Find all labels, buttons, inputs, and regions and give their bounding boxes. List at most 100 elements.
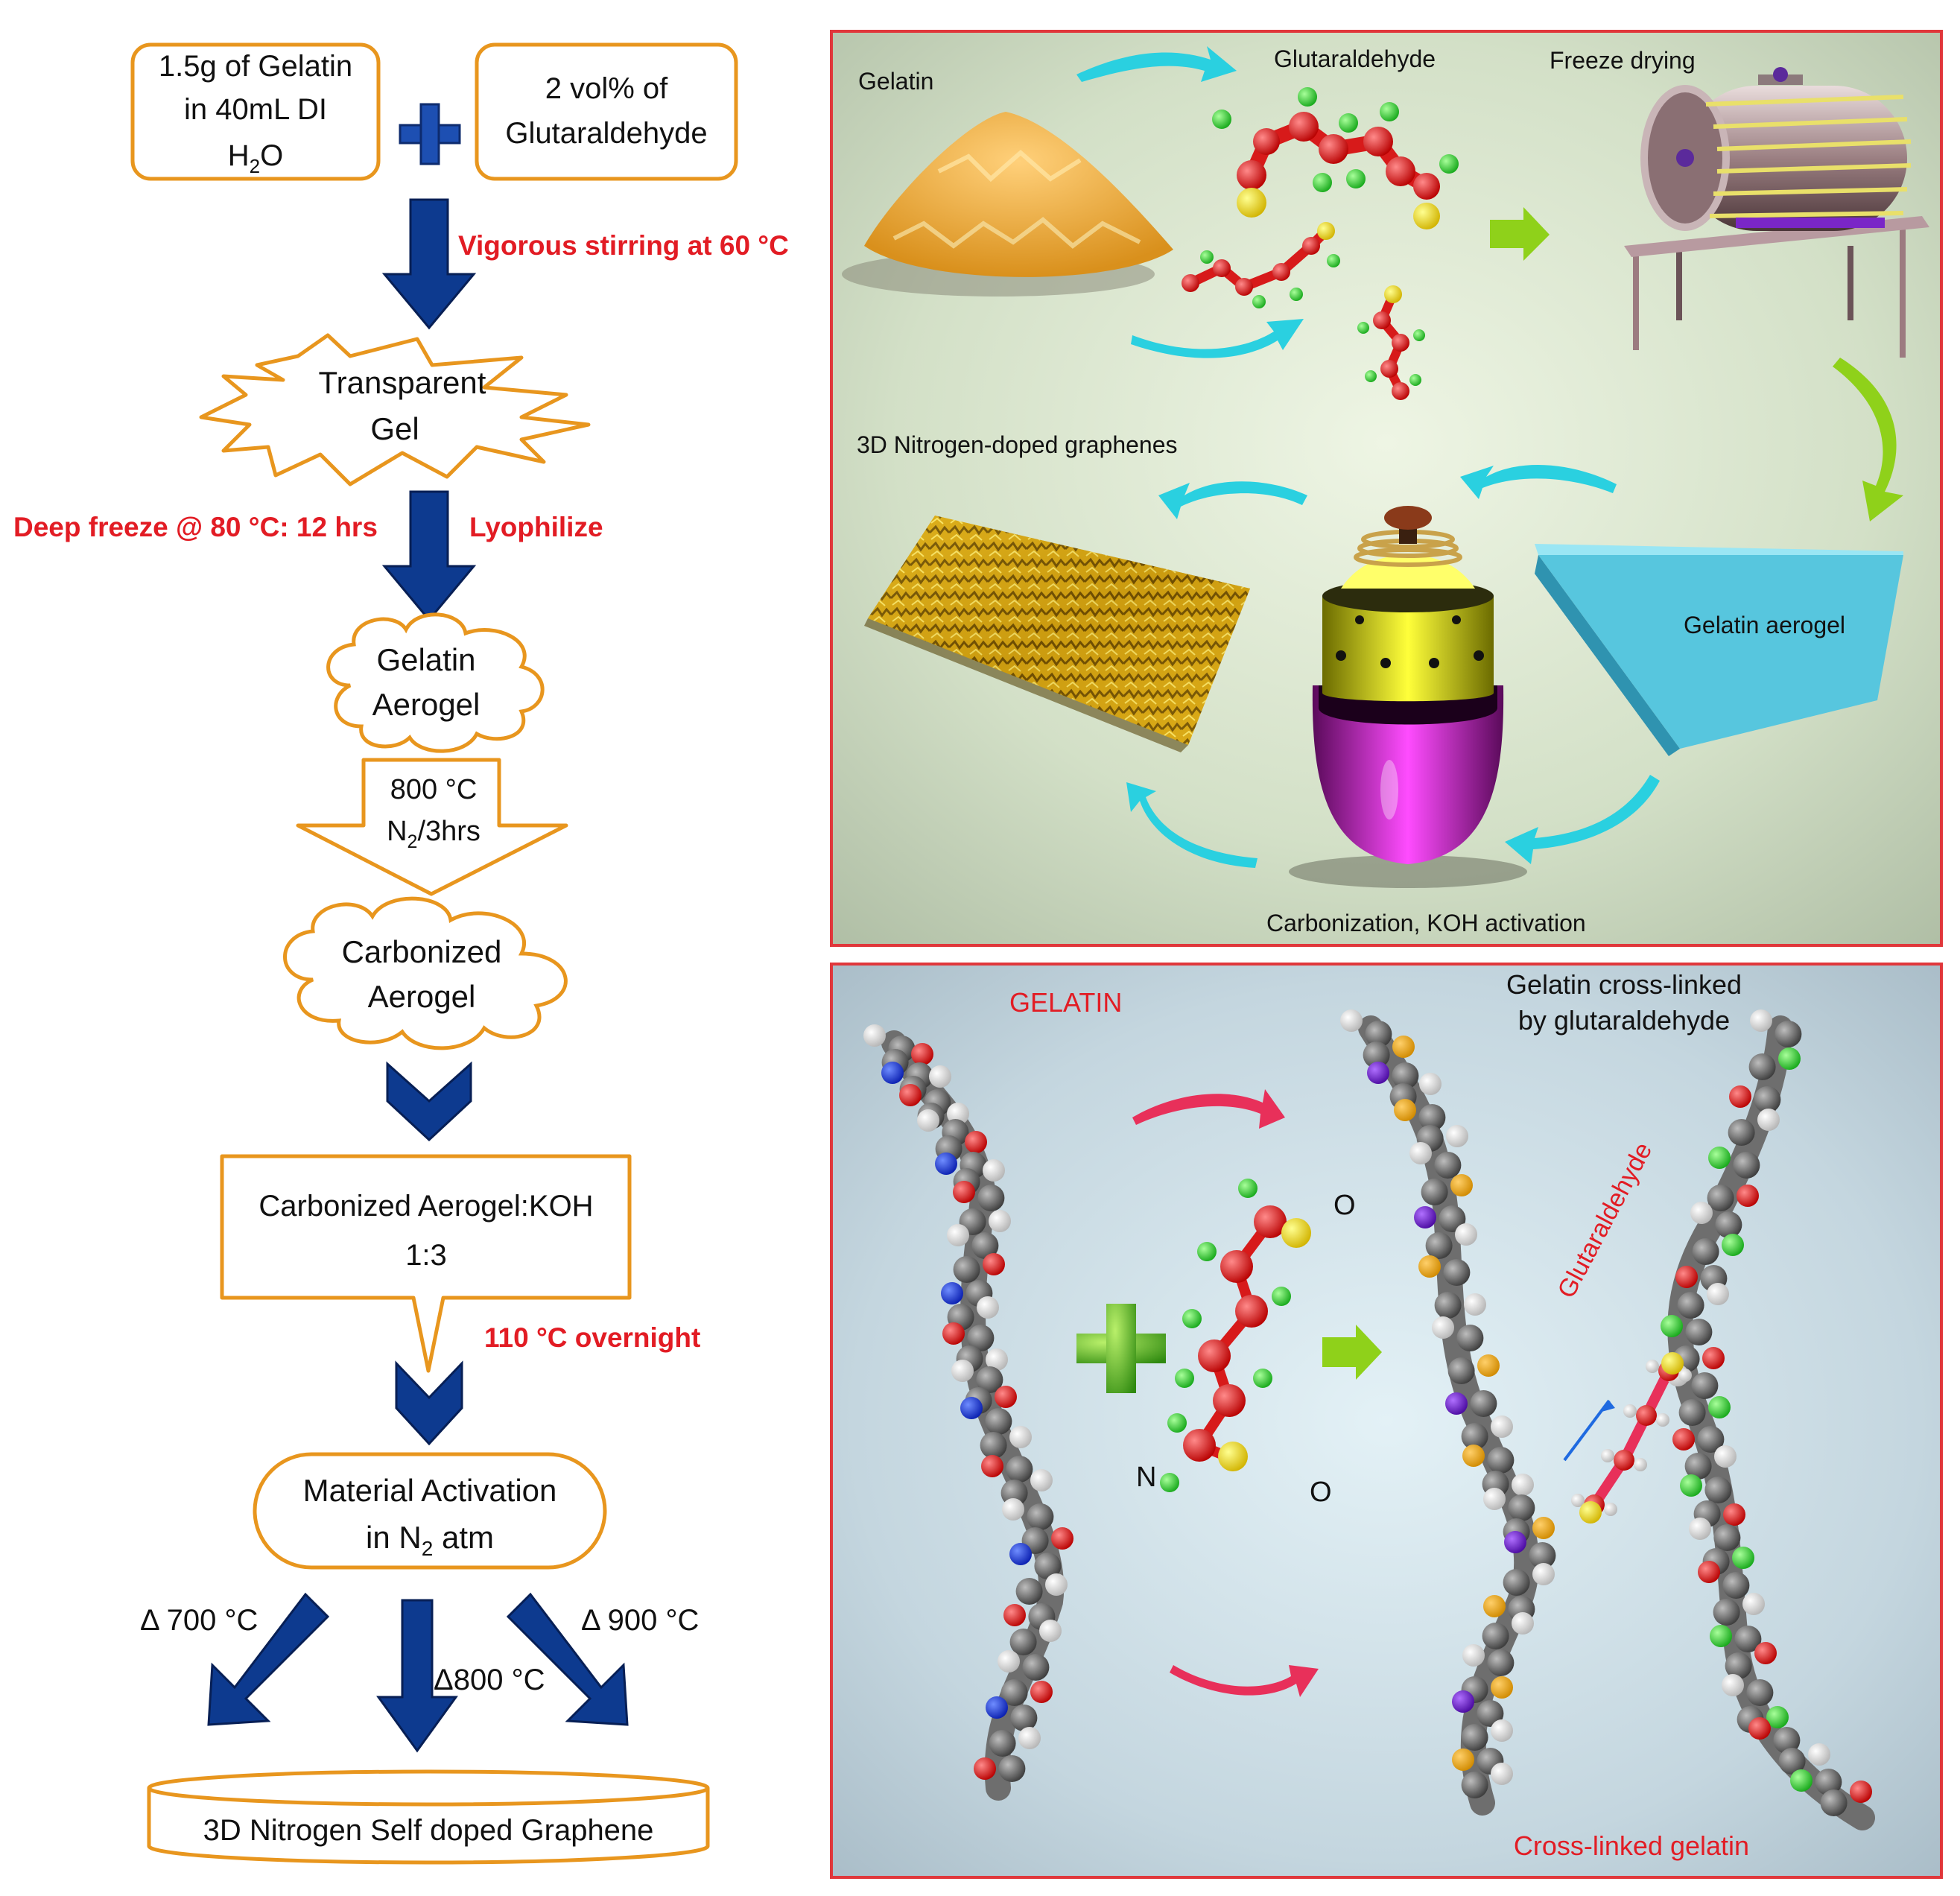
atom-sphere xyxy=(1732,1547,1754,1569)
atom-sphere xyxy=(1614,1450,1634,1471)
atom-sphere xyxy=(1394,1099,1416,1121)
atom-sphere xyxy=(1815,1769,1842,1795)
down-right-arrow-icon xyxy=(506,1592,629,1726)
atom-sphere xyxy=(1722,1572,1750,1599)
atom-sphere xyxy=(881,1062,904,1084)
crosslinked-chain-atoms xyxy=(1340,1009,1872,1816)
temp-700-label: Δ 700 °C xyxy=(140,1604,258,1637)
deep-freeze-label: Deep freeze @ 80 °C: 12 hrs xyxy=(13,512,378,542)
atom-sphere xyxy=(1446,1125,1468,1147)
atom-sphere xyxy=(1678,1369,1692,1382)
atom-sphere xyxy=(985,1408,1012,1435)
atom-sphere xyxy=(1656,1413,1669,1427)
crosslinked-title-line2: by glutaraldehyde xyxy=(1518,1005,1730,1036)
atom-sphere xyxy=(1392,1062,1419,1089)
atom-sphere xyxy=(1030,1681,1053,1703)
atom-sphere xyxy=(977,1296,999,1319)
cyan-curved-arrow-icon xyxy=(1505,775,1660,864)
atom-sphere xyxy=(1455,1223,1477,1246)
atom-sphere xyxy=(1491,1676,1513,1699)
atom-sphere xyxy=(1737,1185,1759,1207)
cyan-curved-arrow-icon xyxy=(1158,481,1307,519)
atom-sphere xyxy=(1477,1700,1504,1727)
freeze-dryer-illustration xyxy=(1624,67,1929,358)
atom-sphere xyxy=(1414,1206,1436,1228)
green-arrow-icon xyxy=(1322,1325,1382,1380)
gelatin-powder-pile xyxy=(842,112,1173,297)
gelatin-aerogel-cloud xyxy=(326,612,545,753)
atom-sphere xyxy=(1491,1763,1513,1785)
atom-sphere xyxy=(1462,1445,1485,1467)
atom-sphere xyxy=(1022,1654,1050,1681)
atom-sphere xyxy=(1419,1073,1442,1095)
atom-sphere xyxy=(1418,1255,1441,1278)
koh-callout xyxy=(220,1154,632,1373)
atom-sphere xyxy=(1365,1021,1392,1047)
atom-sphere xyxy=(1691,1372,1719,1399)
atom-sphere xyxy=(967,1325,995,1351)
gelatin-solution-box xyxy=(130,42,381,181)
atom-sphere xyxy=(1790,1769,1812,1792)
gelatin-box-line2: in 40mL DI xyxy=(184,93,327,126)
activation-line2: in N2 atm xyxy=(366,1520,494,1560)
atom-sphere xyxy=(1450,1174,1473,1196)
atom-sphere xyxy=(1452,1690,1474,1713)
atom-sphere xyxy=(953,1256,980,1283)
atom-sphere xyxy=(1678,1399,1706,1426)
atom-sphere xyxy=(1729,1085,1751,1108)
atom-sphere xyxy=(1808,1743,1830,1766)
atom-sphere xyxy=(1363,1041,1390,1068)
atom-sphere xyxy=(1661,1315,1683,1337)
glutaraldehyde-molecule-large xyxy=(1212,87,1459,229)
atom-sphere xyxy=(977,1185,1005,1211)
atom-sphere xyxy=(1434,1292,1462,1319)
freeze-drying-label: Freeze drying xyxy=(1550,47,1696,74)
atom-sphere xyxy=(1692,1238,1719,1265)
atom-sphere xyxy=(953,1181,975,1203)
nitrogen-doped-graphene-sheet xyxy=(864,516,1250,752)
koh-line1: Carbonized Aerogel:KOH xyxy=(259,1190,593,1223)
cyan-curved-arrow-icon xyxy=(1126,782,1257,868)
atom-sphere xyxy=(1685,1319,1713,1345)
atom-sphere xyxy=(1713,1599,1740,1626)
lyophilize-label: Lyophilize xyxy=(469,512,603,542)
synthesis-scheme-panel: Gelatin Glutaraldehyde Freeze drying xyxy=(830,30,1943,947)
chevron-down-icon xyxy=(386,1061,472,1142)
atom-sphere xyxy=(1689,1518,1711,1540)
atom-sphere xyxy=(1018,1727,1041,1749)
atom-sphere xyxy=(1680,1474,1702,1497)
atom-sphere xyxy=(1728,1119,1755,1146)
atom-sphere xyxy=(929,1065,951,1088)
glutaraldehyde-molecule-bottom xyxy=(1160,1179,1311,1492)
atom-sphere xyxy=(1464,1293,1486,1316)
final-product-dish xyxy=(147,1769,710,1865)
atom-sphere xyxy=(1766,1706,1789,1728)
crosslinking-panel: GELATIN Gelatin cross-linked by glutaral… xyxy=(830,963,1943,1879)
atom-sphere xyxy=(1697,1426,1725,1453)
carbonization-temp: 800 °C xyxy=(390,774,478,805)
down-arrow-icon xyxy=(381,198,477,330)
atom-sphere xyxy=(1715,1211,1742,1238)
atom-sphere xyxy=(1443,1259,1471,1286)
cyan-curved-arrow-icon xyxy=(1131,319,1304,358)
aerogel-line2: Aerogel xyxy=(372,687,481,722)
atom-sphere xyxy=(1027,1503,1054,1530)
gel-line1: Transparent xyxy=(319,365,486,400)
atom-sphere xyxy=(1529,1542,1556,1569)
glutaraldehyde-label: Glutaraldehyde xyxy=(1274,45,1436,72)
atom-sphere xyxy=(1723,1503,1745,1526)
atom-sphere xyxy=(983,1253,1005,1275)
green-curved-arrow-icon xyxy=(1833,358,1903,521)
atom-sphere xyxy=(1702,1347,1725,1369)
activation-box xyxy=(253,1452,607,1570)
atom-sphere xyxy=(1661,1352,1684,1375)
atom-sphere xyxy=(1722,1234,1744,1256)
gelatin-title: GELATIN xyxy=(1009,987,1122,1018)
atom-sphere xyxy=(1477,1354,1500,1377)
atom-sphere xyxy=(1456,1325,1484,1351)
atom-sphere xyxy=(998,1650,1020,1673)
gelatin-aerogel-block xyxy=(1535,544,1903,756)
atom-sphere xyxy=(1707,1185,1734,1211)
temp-800-label: Δ800 °C xyxy=(434,1664,545,1696)
atom-sphere xyxy=(1778,1748,1806,1775)
